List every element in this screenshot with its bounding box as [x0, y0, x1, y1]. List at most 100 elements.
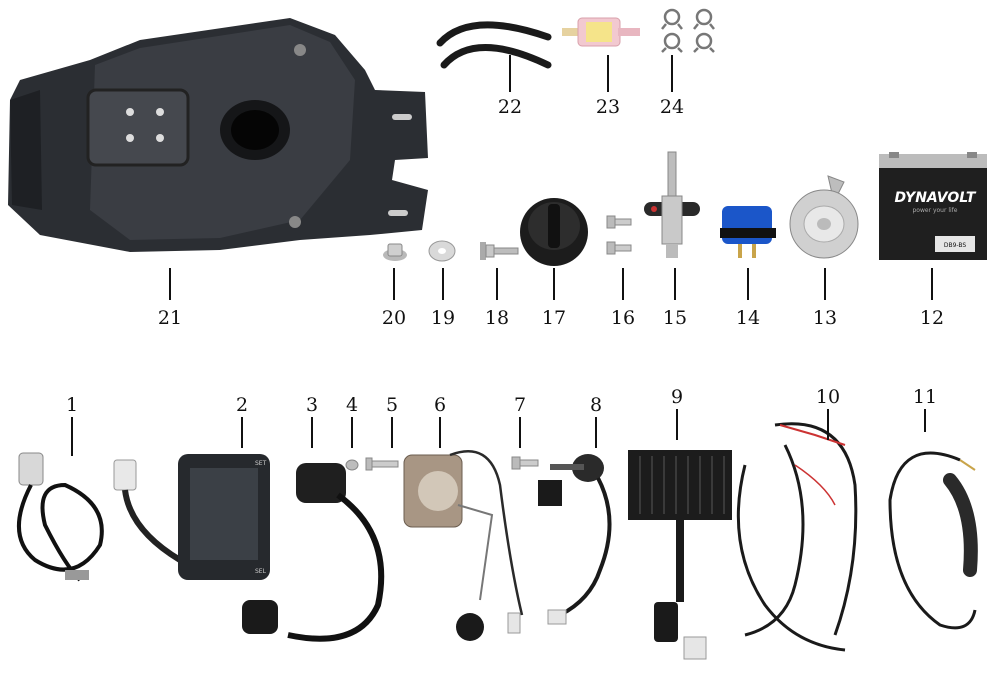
flange-bolt-icon — [480, 242, 519, 260]
ignition-switch — [530, 450, 620, 630]
ignition-coil-icon — [242, 463, 385, 642]
fuel-filter — [560, 8, 650, 58]
callout-number-8: 8 — [589, 394, 603, 416]
sensor-cable — [5, 445, 115, 590]
callout-number-11: 11 — [912, 386, 938, 408]
callout-number-17: 17 — [541, 307, 567, 329]
flasher-relay-icon — [720, 206, 776, 258]
callout-number-13: 13 — [812, 307, 838, 329]
callout-line-19 — [442, 268, 444, 300]
callout-number-6: 6 — [433, 394, 447, 416]
fuel-sender — [400, 445, 530, 655]
bolt-icon — [511, 456, 539, 470]
hose-clamps — [658, 5, 720, 53]
callout-number-2: 2 — [235, 394, 249, 416]
fuel-hose — [430, 5, 560, 75]
callout-line-17 — [553, 268, 555, 300]
fuel-cap-icon — [520, 198, 588, 266]
callout-number-3: 3 — [305, 394, 319, 416]
callout-number-1: 1 — [65, 394, 79, 416]
flange-nut-icon — [383, 243, 407, 261]
callout-number-14: 14 — [735, 307, 761, 329]
hose-clamp-icon — [661, 8, 715, 53]
wiring-harness — [725, 405, 875, 665]
callout-line-16 — [622, 268, 624, 300]
flasher-relay — [718, 198, 780, 262]
callout-line-9 — [676, 409, 678, 440]
callout-number-16: 16 — [610, 307, 636, 329]
horn-icon — [789, 175, 859, 259]
callout-number-24: 24 — [659, 96, 685, 118]
flat-washer-icon — [428, 240, 456, 262]
bolts — [605, 212, 635, 258]
ignition-coil — [238, 455, 393, 650]
meter-sel-label: SEL — [255, 568, 266, 575]
horn — [788, 172, 860, 262]
fuel-tank-icon — [8, 18, 428, 252]
screw — [364, 456, 400, 472]
callout-line-2 — [241, 417, 243, 448]
battery-tagline: power your life — [912, 207, 958, 214]
digital-meter-icon — [113, 454, 270, 580]
fuel-tank — [0, 10, 440, 260]
wiring-harness-icon — [736, 422, 858, 652]
callout-number-4: 4 — [345, 394, 359, 416]
callout-line-7 — [519, 417, 521, 448]
callout-number-15: 15 — [662, 307, 688, 329]
regulator-rectifier — [620, 442, 740, 672]
callout-number-12: 12 — [919, 307, 945, 329]
callout-number-10: 10 — [815, 386, 841, 408]
sub-harness — [880, 440, 990, 635]
fuel-cap — [518, 192, 590, 268]
fuel-valve-icon — [644, 151, 700, 258]
callout-line-4 — [351, 417, 353, 448]
ignition-switch-icon — [538, 454, 612, 625]
sub-harness-icon — [888, 451, 978, 630]
callout-line-8 — [595, 417, 597, 448]
battery-icon — [879, 152, 987, 260]
callout-number-20: 20 — [381, 307, 407, 329]
battery-model: DB9-BS — [943, 242, 967, 249]
callout-line-18 — [496, 268, 498, 300]
fuel-hose-icon — [436, 21, 552, 69]
fuel-sender-icon — [403, 450, 524, 641]
battery: DYNAVOLT power your life DB9-BS — [875, 152, 991, 264]
callout-number-23: 23 — [595, 96, 621, 118]
flat-washer — [428, 240, 456, 262]
callout-line-23 — [607, 55, 609, 92]
callout-line-10 — [827, 409, 829, 440]
fuel-filter-icon — [562, 17, 640, 47]
callout-number-9: 9 — [670, 386, 684, 408]
callout-line-14 — [747, 268, 749, 300]
callout-line-22 — [509, 55, 511, 92]
callout-line-12 — [931, 268, 933, 300]
callout-line-21 — [169, 268, 171, 300]
regulator-rectifier-icon — [628, 450, 732, 660]
callout-number-19: 19 — [430, 307, 456, 329]
callout-line-24 — [671, 55, 673, 92]
screw-icon — [365, 457, 399, 471]
callout-line-11 — [924, 409, 926, 432]
battery-brand: DYNAVOLT — [894, 190, 976, 206]
callout-line-20 — [393, 268, 395, 300]
callout-line-3 — [311, 417, 313, 448]
callout-line-15 — [674, 268, 676, 300]
bolt — [510, 455, 540, 471]
sensor-cable-icon — [17, 452, 104, 582]
callout-line-1 — [71, 417, 73, 456]
bolts-icon — [606, 215, 632, 255]
callout-number-22: 22 — [497, 96, 523, 118]
fuel-valve — [642, 150, 702, 262]
callout-line-6 — [439, 417, 441, 448]
washer-icon — [345, 459, 359, 471]
callout-line-5 — [391, 417, 393, 448]
flange-nut — [382, 240, 408, 262]
callout-number-21: 21 — [157, 307, 183, 329]
callout-number-7: 7 — [513, 394, 527, 416]
callout-line-13 — [824, 268, 826, 300]
callout-number-18: 18 — [484, 307, 510, 329]
meter-set-label: SET — [255, 460, 267, 467]
digital-meter: SET SEL — [110, 450, 275, 585]
flange-bolt — [478, 238, 520, 264]
washer — [344, 458, 360, 472]
